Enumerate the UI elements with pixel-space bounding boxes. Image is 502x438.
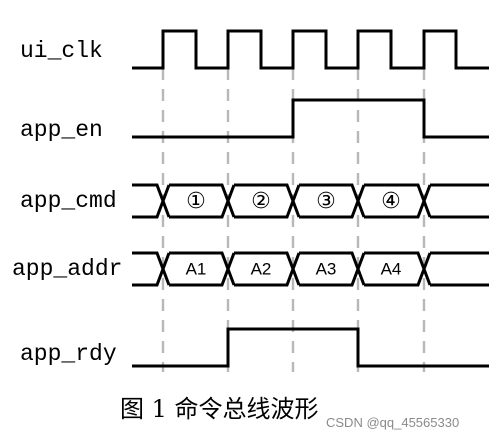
app-addr-value: A4 <box>381 259 402 278</box>
app-cmd-bus-outline <box>132 183 489 219</box>
signal-label-app-rdy: app_rdy <box>20 341 117 367</box>
signal-label-app-addr: app_addr <box>12 256 122 282</box>
signal-label-app-en: app_en <box>20 117 103 143</box>
app-addr-value: A3 <box>316 259 337 278</box>
app-cmd-value: ③ <box>316 188 336 213</box>
signal-label-ui-clk: ui_clk <box>20 38 103 64</box>
watermark: CSDN @qq_45565330 <box>326 415 459 430</box>
app-cmd-bus: ① ② ③ ④ <box>132 183 489 219</box>
app-cmd-value: ④ <box>381 188 401 213</box>
app-addr-value: A1 <box>186 259 207 278</box>
app-addr-bus: A1 A2 A3 A4 <box>132 251 489 287</box>
ui-clk-waveform <box>132 29 489 70</box>
app-cmd-value: ② <box>251 188 271 213</box>
app-addr-bus-outline <box>132 251 489 287</box>
app-addr-value: A2 <box>251 259 272 278</box>
figure-caption: 图 1 命令总线波形 <box>120 395 319 423</box>
app-cmd-value: ① <box>186 188 206 213</box>
app-en-waveform <box>132 98 489 139</box>
signal-label-app-cmd: app_cmd <box>20 188 117 214</box>
app-rdy-waveform <box>132 327 489 368</box>
